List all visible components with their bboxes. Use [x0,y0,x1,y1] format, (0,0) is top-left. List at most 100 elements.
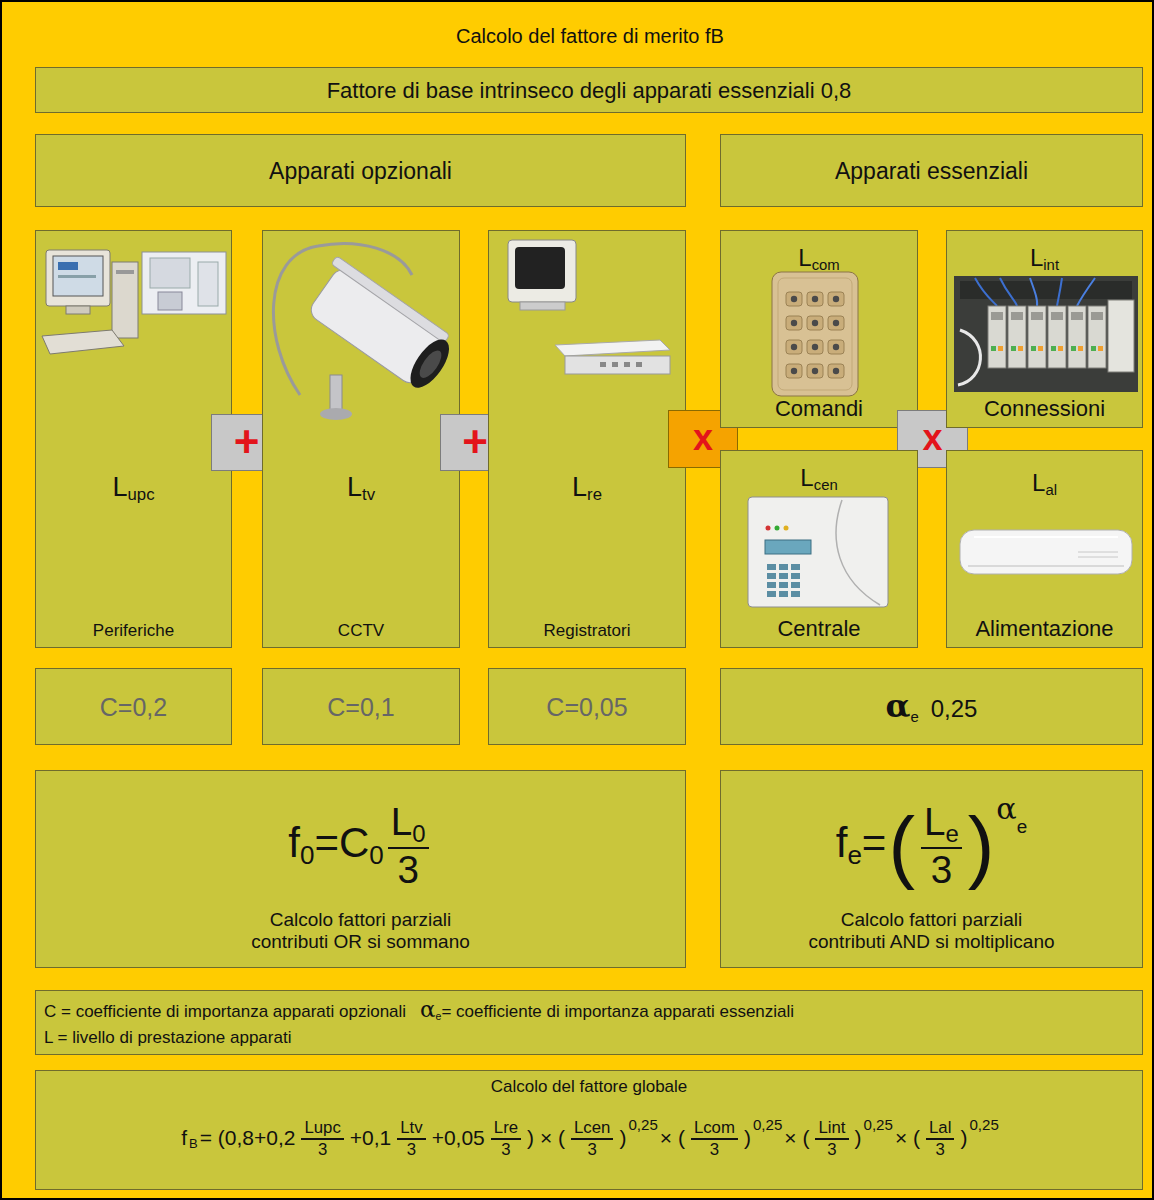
box-label: Calcolo del fattore globale [491,1077,688,1097]
text-row: Calcolo fattori parziali contributi AND … [804,909,1059,953]
panel-housing [748,497,888,607]
keypad-key [786,316,802,330]
fraction: Lupc 3 [301,1119,343,1158]
text-row: fe=(Le3)αe [836,802,1028,890]
formula-text: = coefficiente di importanza apparati es… [441,1002,794,1021]
wire [975,278,997,306]
base-factor-band: Fattore di base intrinseco degli apparat… [35,67,1143,113]
text-row: CCTV [338,621,384,641]
text-row: Centrale [777,616,860,641]
monitor-base [520,302,565,310]
recorder-button [612,362,618,367]
coefficient-box: C=0,1 [262,668,460,745]
formula-box: fe=(Le3)αeCalcolo fattori parziali contr… [720,770,1143,968]
operator-symbol: x [693,417,713,458]
fraction-denominator: 3 [588,1140,597,1159]
control-panel-illustration [748,497,888,607]
monitor-stand [66,306,90,314]
box-label: Alimentazione [975,616,1113,641]
fraction: Lcom3 [691,1119,738,1158]
text-row: Periferiche [93,621,174,641]
denominator: 3 [827,1140,836,1159]
global-formula-box: Calcolo del fattore globalefB= (0,8+0,2L… [35,1070,1143,1190]
denominator: 3 [931,848,952,891]
text-row: f0=C0L03 [288,802,432,890]
fraction-denominator: 3 [318,1140,327,1159]
fraction-denominator: 3 [936,1140,945,1159]
screen-content [58,275,96,278]
text-row: Registratori [544,621,631,641]
camera-body-group [300,256,460,395]
text-row: fB= (0,8+0,2Lupc3+0,1Ltv3+0,05Lre3) × (L… [179,1119,999,1158]
subscript: upc [128,485,155,504]
exponent: 0,25 [969,1116,998,1133]
text-row: x [922,417,942,458]
camera-lens-glass [416,347,446,381]
plc-module [1048,306,1066,368]
greek-symbol: α [420,996,436,1022]
formula-text: L [347,472,362,502]
panel-key [767,564,776,570]
text-row: Connessioni [984,396,1105,421]
plc-module [1028,306,1046,368]
plc-module [1068,306,1086,368]
numerator: L [391,800,412,843]
fraction-denominator: 3 [501,1140,510,1159]
formula-text: C=0,05 [546,693,627,721]
denominator: 3 [407,1140,416,1159]
panel-led [766,526,771,531]
box-label: Comandi [775,396,863,421]
formula-text: L [800,464,813,491]
camera-shield [331,256,450,343]
text-row: Calcolo del fattore globale [491,1077,688,1097]
fraction-numerator: Ltv [397,1119,425,1140]
panel-flap [836,500,880,605]
subscript: e [945,820,958,847]
numerator: Lupc [304,1118,340,1137]
panel-key [767,582,776,588]
text-row: Lcen [800,464,837,494]
fraction: Ltv 3 [397,1119,425,1158]
pc-illustration [42,250,226,354]
text-row: Apparati essenziali [835,158,1028,184]
keypad-key [828,292,844,306]
box-label: Calcolo fattori parziali contributi OR s… [233,909,488,953]
subscript: 0 [369,840,383,870]
drive-slot [116,270,134,274]
supply-body [960,530,1132,574]
formula-text: 0,25 [931,695,978,722]
denominator: 3 [710,1140,719,1159]
cabinet-back [954,276,1138,392]
numerator: Ltv [400,1118,422,1137]
subscript: cen [814,477,838,493]
monitor [46,250,110,306]
exponent: 0,25 [628,1116,657,1133]
device-box: LalAlimentazione [946,450,1143,648]
subscript: tv [362,485,375,504]
fraction: Lcen3 [571,1119,613,1158]
group-header: Apparati essenziali [720,134,1143,207]
text-row: C=0,05 [546,693,627,722]
panel-key [779,591,788,597]
fraction: Lint3 [815,1119,848,1158]
formula-text: L [112,472,127,502]
operator-symbol: + [462,417,488,466]
fraction-numerator: Lupc [301,1119,343,1140]
exponent: α [996,791,1016,826]
panel-key [767,573,776,579]
fraction-numerator: Le [921,802,962,849]
coefficient-box: C=0,05 [488,668,686,745]
greek-symbol: α [886,687,911,725]
camera-body [307,265,447,387]
device-box: LcenCentrale [720,450,918,648]
recorder-illustration [508,240,670,374]
box-label: Registratori [544,621,631,641]
wiring-photo [954,276,1138,392]
formula-text: L [1030,244,1043,271]
subscript: re [587,485,602,504]
formula-text: L [798,244,811,271]
text-row: Ltv [347,472,375,505]
text-row: + [234,417,260,468]
text-row: Calcolo fattori parziali contributi OR s… [233,909,488,953]
